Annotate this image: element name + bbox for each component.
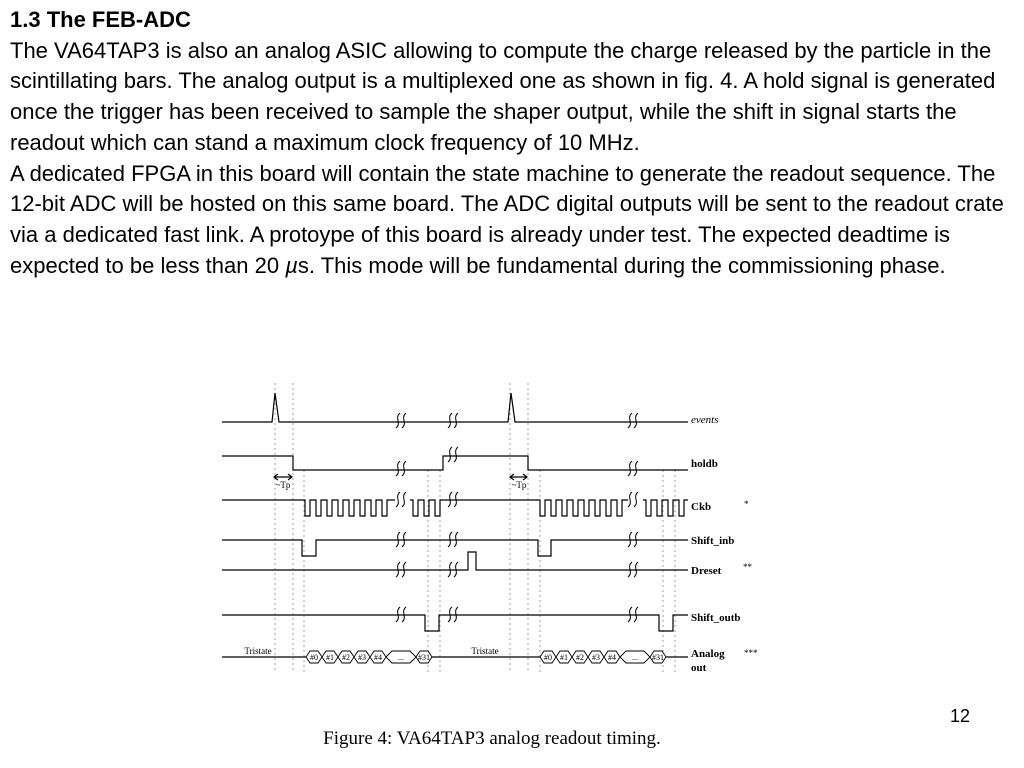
events-waveform — [222, 392, 688, 423]
ch-label-b3: #3 — [592, 653, 600, 662]
ch-label-a6: #31 — [418, 653, 430, 662]
timing-diagram: #0 #1 #2 #3 #4 ... #31 #0 #1 #2 #3 #4 ..… — [222, 383, 758, 674]
page-number: 12 — [949, 706, 970, 726]
signal-label-shift-outb: Shift_outb — [691, 612, 741, 624]
figure-caption: Figure 4: VA64TAP3 analog readout timing… — [323, 728, 661, 749]
ch-label-a1: #1 — [326, 653, 334, 662]
shift-inb-waveform — [222, 539, 688, 557]
tp-markers: ~Tp ~Tp — [273, 473, 528, 490]
ch-label-a2: #2 — [342, 653, 350, 662]
ch-label-b2: #2 — [576, 653, 584, 662]
tp-label-2: ~Tp — [512, 480, 527, 490]
signal-label-events: events — [691, 414, 718, 426]
analog-out-waveform — [222, 650, 688, 664]
marker-analog: *** — [744, 648, 758, 658]
section-heading: 1.3 The FEB-ADC — [10, 7, 191, 32]
mu-symbol: µ — [285, 252, 298, 278]
paragraph-2-text-b: s. This mode will be fundamental during … — [297, 252, 946, 278]
ch-label-a4: #4 — [374, 653, 382, 662]
ch-label-b6: #31 — [652, 653, 664, 662]
tristate-label-1: Tristate — [244, 646, 271, 656]
holdb-waveform — [222, 455, 688, 471]
signal-label-ckb: Ckb — [691, 501, 711, 513]
ch-label-b0: #0 — [544, 653, 552, 662]
ch-label-a0: #0 — [310, 653, 318, 662]
signal-label-out: out — [691, 662, 707, 674]
paragraph-2-text-a: A dedicated FPGA in this board will cont… — [10, 160, 1004, 278]
ch-label-a5: ... — [398, 653, 404, 662]
channel-labels: #0 #1 #2 #3 #4 ... #31 #0 #1 #2 #3 #4 ..… — [310, 653, 664, 662]
signal-label-dreset: Dreset — [691, 565, 722, 577]
marker-ckb: * — [744, 499, 749, 509]
ch-label-b4: #4 — [608, 653, 616, 662]
ch-label-b5: ... — [632, 653, 638, 662]
marker-dreset: ** — [743, 562, 753, 572]
paragraph-2: A dedicated FPGA in this board will cont… — [10, 159, 1020, 282]
slide-text-body: 1.3 The FEB-ADC The VA64TAP3 is also an … — [10, 5, 1020, 281]
ch-label-a3: #3 — [358, 653, 366, 662]
guide-lines — [274, 383, 676, 672]
tristate-label-2: Tristate — [471, 646, 498, 656]
shift-outb-waveform — [222, 614, 688, 632]
time-break-marks — [395, 412, 639, 623]
ckb-waveform — [222, 499, 688, 517]
paragraph-1: The VA64TAP3 is also an analog ASIC allo… — [10, 37, 996, 155]
signal-label-analog: Analog — [691, 648, 725, 660]
ch-label-b1: #1 — [560, 653, 568, 662]
signal-label-holdb: holdb — [691, 458, 718, 470]
dreset-waveform — [222, 551, 688, 571]
signal-label-shift-inb: Shift_inb — [691, 535, 734, 547]
tp-label-1: ~Tp — [276, 480, 291, 490]
